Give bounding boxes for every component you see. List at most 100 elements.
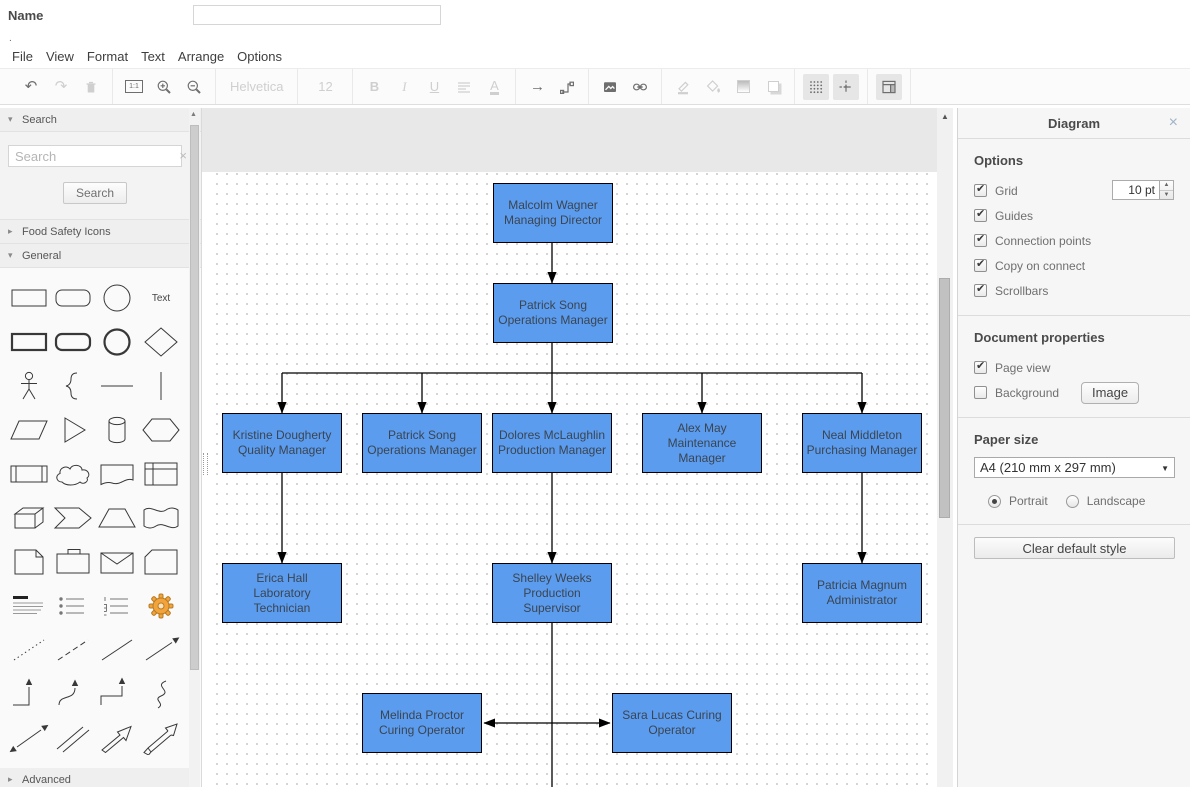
unchecked-checkbox[interactable]	[974, 386, 987, 399]
guides-button[interactable]	[833, 73, 860, 100]
insert-image-button[interactable]	[597, 74, 623, 100]
shape-card[interactable]	[139, 542, 183, 582]
shape-ellipse-bold[interactable]	[95, 322, 139, 362]
shape-parallelogram[interactable]	[7, 410, 51, 450]
shape-dotted-line[interactable]	[7, 630, 51, 670]
shape-dashed-line[interactable]	[51, 630, 95, 670]
clear-search-icon[interactable]: ×	[179, 148, 187, 163]
shape-note[interactable]	[7, 542, 51, 582]
shape-envelope[interactable]	[95, 542, 139, 582]
shape-document[interactable]	[95, 454, 139, 494]
menu-options[interactable]: Options	[237, 48, 282, 64]
spinner-up-icon[interactable]: ▲	[1160, 181, 1173, 191]
section-advanced[interactable]: ▸ Advanced	[0, 768, 190, 787]
checked-checkbox[interactable]	[974, 182, 987, 197]
canvas-scrollbar[interactable]: ▲	[937, 108, 953, 787]
shape-bidirectional-arrow[interactable]	[7, 718, 51, 758]
shape-gear[interactable]	[139, 586, 183, 626]
paper-size-select[interactable]: A4 (210 mm x 297 mm) ▼	[974, 457, 1175, 478]
background-image-button[interactable]: Image	[1081, 381, 1140, 404]
search-button[interactable]: Search	[63, 182, 127, 204]
shape-elbow-arrow[interactable]	[7, 674, 51, 714]
shape-horizontal-line[interactable]	[95, 366, 139, 406]
checked-checkbox[interactable]	[974, 257, 987, 272]
shape-cube[interactable]	[7, 498, 51, 538]
shape-ordered-list[interactable]	[95, 586, 139, 626]
shape-double-line[interactable]	[51, 718, 95, 758]
shape-elbow-arrow-2[interactable]	[95, 674, 139, 714]
sidebar-splitter-handle[interactable]	[203, 453, 208, 475]
shape-folder[interactable]	[51, 542, 95, 582]
portrait-radio[interactable]	[988, 494, 1001, 508]
sidebar-scrollbar[interactable]: ▲	[189, 108, 200, 787]
shape-text[interactable]: Text	[139, 278, 183, 318]
checked-checkbox[interactable]	[974, 359, 987, 374]
checked-checkbox[interactable]	[974, 232, 987, 247]
shape-step[interactable]	[51, 498, 95, 538]
shape-process[interactable]	[7, 454, 51, 494]
shape-tape[interactable]	[139, 498, 183, 538]
shape-hexagon[interactable]	[139, 410, 183, 450]
section-general[interactable]: ▾ General	[0, 244, 201, 268]
zoom-in-button[interactable]	[151, 74, 177, 100]
undo-button[interactable]: ↶	[24, 78, 38, 95]
connection-button[interactable]: →	[529, 78, 545, 95]
menu-text[interactable]: Text	[141, 48, 165, 64]
shape-cylinder[interactable]	[95, 410, 139, 450]
section-food-safety-icons[interactable]: ▸ Food Safety Icons	[0, 220, 201, 244]
shape-arrow[interactable]	[139, 630, 183, 670]
checked-checkbox[interactable]	[974, 282, 987, 297]
shape-diamond[interactable]	[139, 322, 183, 362]
search-section-header[interactable]: ▾ Search	[0, 108, 201, 132]
checked-checkbox[interactable]	[974, 207, 987, 222]
shape-heading-text[interactable]	[7, 586, 51, 626]
fit-page-button[interactable]: 1:1	[121, 74, 147, 100]
insert-link-button[interactable]	[627, 74, 653, 100]
menu-file[interactable]: File	[12, 48, 33, 64]
shape-triangle[interactable]	[51, 410, 95, 450]
shape-rounded-rectangle-bold[interactable]	[51, 322, 95, 362]
scroll-up-icon[interactable]: ▲	[190, 111, 197, 118]
shape-ellipse[interactable]	[95, 278, 139, 318]
clear-default-style-button[interactable]: Clear default style	[974, 537, 1175, 559]
name-input[interactable]	[193, 5, 441, 25]
shape-unordered-list[interactable]	[51, 586, 95, 626]
zoom-out-button[interactable]	[181, 74, 207, 100]
menu-view[interactable]: View	[45, 48, 74, 64]
grid-size-spinner[interactable]: ▲▼	[1160, 180, 1174, 200]
shape-curly-brace[interactable]	[51, 366, 95, 406]
format-panel-button[interactable]	[876, 73, 903, 100]
grid-button[interactable]	[803, 73, 830, 100]
shape-cloud[interactable]	[51, 454, 95, 494]
shape-bidirectional-open-arrow[interactable]	[139, 718, 183, 758]
grid-size-input[interactable]	[1112, 180, 1160, 200]
shape-rectangle-bold[interactable]	[7, 322, 51, 362]
menu-arrange[interactable]: Arrange	[177, 48, 225, 64]
landscape-radio[interactable]	[1065, 494, 1079, 508]
scroll-up-icon[interactable]: ▲	[941, 112, 949, 121]
canvas-scrollbar-thumb[interactable]	[939, 278, 950, 518]
drawing-page[interactable]	[215, 172, 928, 787]
shape-open-arrow[interactable]	[95, 718, 139, 758]
shape-rounded-rectangle[interactable]	[51, 278, 95, 318]
search-input[interactable]	[8, 145, 182, 167]
shape-vertical-line[interactable]	[139, 366, 183, 406]
waypoints-button[interactable]	[554, 74, 580, 100]
shape-actor[interactable]	[7, 366, 51, 406]
shape-curve-arrow[interactable]	[51, 674, 95, 714]
menu-format[interactable]: Format	[86, 48, 129, 64]
shape-internal-storage[interactable]	[139, 454, 183, 494]
shape-rectangle[interactable]	[7, 278, 51, 318]
